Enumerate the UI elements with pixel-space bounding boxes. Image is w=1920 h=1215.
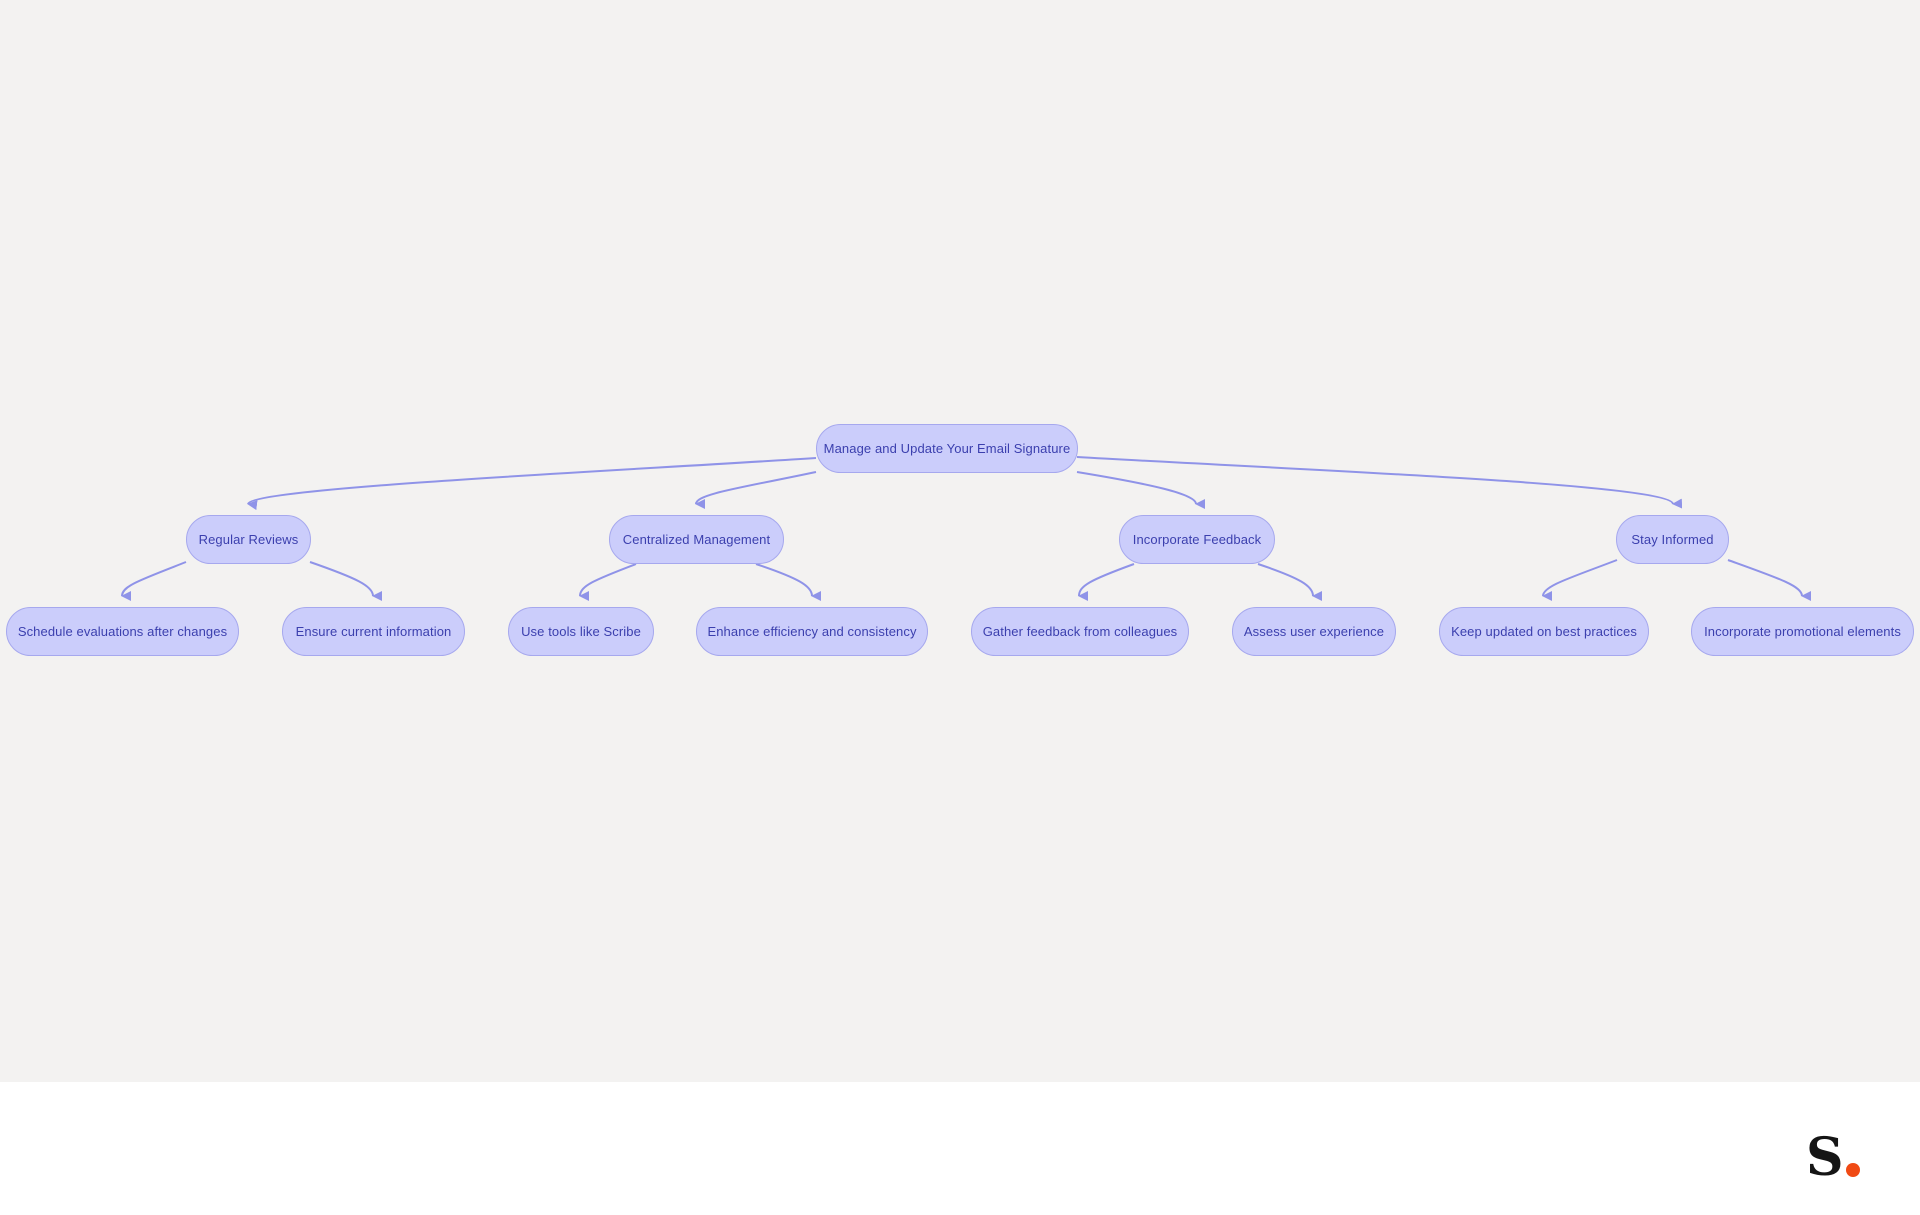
edge-incorporate-feedback-to-leaf-1 [1078, 563, 1135, 602]
leaf-node: Schedule evaluations after changes [6, 607, 239, 656]
edge-incorporate-feedback-to-leaf-2 [1257, 563, 1323, 601]
root-node: Manage and Update Your Email Signature [816, 424, 1078, 473]
diagram-edges [121, 456, 1812, 602]
leaf-node: Enhance efficiency and consistency [696, 607, 928, 656]
branch-node-centralized-management: Centralized Management [609, 515, 784, 564]
edge-centralized-management-to-leaf-1 [579, 563, 637, 602]
leaf-node: Gather feedback from colleagues [971, 607, 1189, 656]
leaf-node: Use tools like Scribe [508, 607, 654, 656]
edge-regular-reviews-to-leaf-1 [121, 561, 187, 602]
branch-node-incorporate-feedback: Incorporate Feedback [1119, 515, 1275, 564]
footer [0, 1082, 1920, 1215]
leaf-node: Assess user experience [1232, 607, 1396, 656]
logo-dot-icon [1845, 1163, 1860, 1177]
edge-stay-informed-to-leaf-1 [1542, 559, 1618, 602]
edge-root-to-incorporate-feedback [1076, 471, 1206, 509]
edge-stay-informed-to-leaf-2 [1727, 559, 1812, 601]
logo-letter: S [1806, 1127, 1844, 1188]
brand-logo: S [1806, 1127, 1860, 1188]
branch-node-stay-informed: Stay Informed [1616, 515, 1729, 564]
edge-root-to-regular-reviews [247, 457, 817, 511]
branch-node-regular-reviews: Regular Reviews [186, 515, 311, 564]
edge-root-to-stay-informed [1076, 456, 1683, 509]
edge-centralized-management-to-leaf-2 [755, 563, 822, 601]
edge-root-to-centralized-management [695, 471, 817, 510]
edge-regular-reviews-to-leaf-2 [309, 561, 383, 601]
leaf-node: Keep updated on best practices [1439, 607, 1649, 656]
diagram-canvas: Manage and Update Your Email Signature R… [0, 0, 1920, 1082]
leaf-node: Ensure current information [282, 607, 465, 656]
leaf-node: Incorporate promotional elements [1691, 607, 1914, 656]
